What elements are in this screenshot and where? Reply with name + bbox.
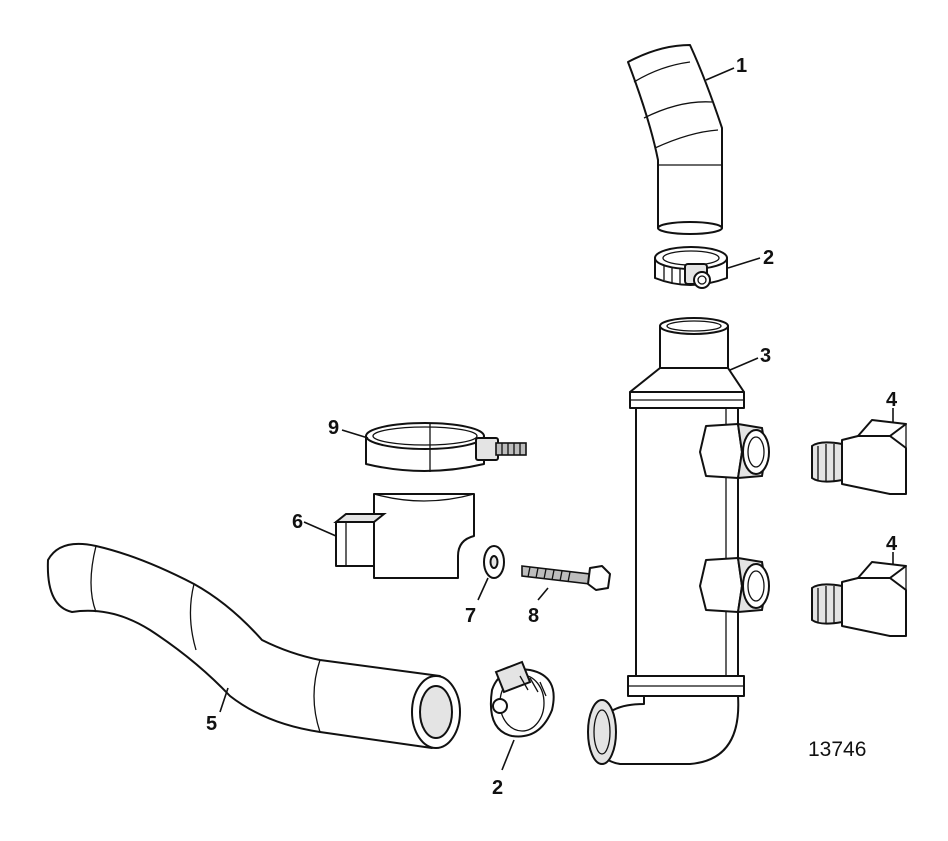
part-2-bottom-hose-clamp [490,660,555,738]
callout-9: 9 [328,417,339,439]
callout-1: 1 [736,55,747,77]
part-5-long-hose [46,542,461,749]
callout-5: 5 [206,713,217,735]
part-3-tube-body [587,317,770,765]
part-2-top-hose-clamp [654,246,728,289]
callout-7: 7 [465,605,476,627]
callout-2-bottom: 2 [492,777,503,799]
callout-4-top: 4 [886,389,898,411]
part-6-mounting-bracket [333,493,475,579]
figure-number: 13746 [808,738,866,761]
part-1-elbow-hose [627,44,723,235]
part-8-bolt [521,565,611,591]
part-4-bottom-fitting [811,561,907,637]
callout-3: 3 [760,345,771,367]
part-9-band-clamp [365,422,527,472]
callout-4-bottom: 4 [886,533,898,555]
part-7-washer [483,545,505,579]
part-4-top-fitting [811,419,907,495]
leader-lines [219,67,894,771]
callout-8: 8 [528,605,539,627]
callout-2-top: 2 [763,247,774,269]
callout-6: 6 [292,511,303,533]
